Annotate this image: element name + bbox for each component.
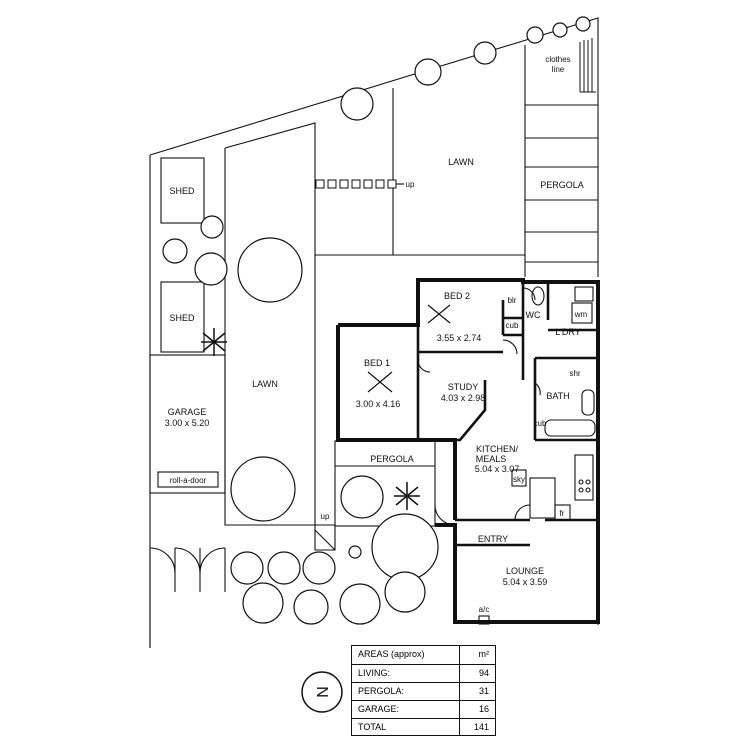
tree-icons xyxy=(162,16,591,625)
clothes-line-label: clothes xyxy=(545,55,570,64)
bed2-label: BED 2 xyxy=(444,291,470,301)
compass-label: N xyxy=(315,686,332,698)
palm-icon xyxy=(201,328,420,510)
north-compass-icon: N xyxy=(301,671,343,713)
bath-label: BATH xyxy=(546,391,569,401)
shed-2: SHED xyxy=(160,281,205,353)
table-row: TOTAL 141 xyxy=(352,718,495,736)
areas-table: AREAS (approx) m² LIVING: 94 PERGOLA: 31… xyxy=(351,645,496,736)
meals-label: MEALS xyxy=(476,454,507,464)
bed1-label: BED 1 xyxy=(364,358,390,368)
garage: GARAGE 3.00 x 5.20 roll-a-door xyxy=(149,354,226,494)
fixtures xyxy=(511,286,596,521)
left-lawn: LAWN up xyxy=(224,122,336,551)
house-walls xyxy=(336,278,600,624)
table-row: PERGOLA: 31 xyxy=(352,682,495,700)
shed-1: SHED xyxy=(160,157,205,224)
garage-dimensions: 3.00 x 5.20 xyxy=(165,418,210,428)
row-label: TOTAL xyxy=(358,722,387,732)
ldry-label: L'DRY xyxy=(555,327,581,337)
row-label: GARAGE: xyxy=(358,704,400,714)
up-bottom-label: up xyxy=(321,512,330,521)
sky-label: sky xyxy=(513,475,525,484)
kitchen-label: KITCHEN/ xyxy=(476,444,519,454)
row-value: 16 xyxy=(478,704,489,714)
lawn-left-label: LAWN xyxy=(252,379,278,389)
bed1-dimensions: 3.00 x 4.16 xyxy=(356,399,401,409)
up-top-label: up xyxy=(406,180,415,189)
study-label: STUDY xyxy=(448,382,479,392)
clothes-line-label-2: line xyxy=(552,65,565,74)
table-row: GARAGE: 16 xyxy=(352,700,495,718)
bed2-dimensions: 3.55 x 2.74 xyxy=(437,333,482,343)
areas-unit: m² xyxy=(478,649,490,659)
ceiling-fan-icon xyxy=(367,304,451,393)
pergola-right-label: PERGOLA xyxy=(540,180,584,190)
shed-2-label: SHED xyxy=(169,313,195,323)
cub-label-1: cub xyxy=(506,321,519,330)
row-value: 31 xyxy=(478,686,489,696)
garage-label: GARAGE xyxy=(168,407,207,417)
ac-label: a/c xyxy=(479,605,490,614)
table-row: LIVING: 94 xyxy=(352,664,495,682)
row-value: 141 xyxy=(473,722,489,732)
entry-label: ENTRY xyxy=(478,534,508,544)
wm-label: wm xyxy=(574,310,588,319)
fr-label: fr xyxy=(560,509,565,518)
lawn-top-label: LAWN xyxy=(448,157,474,167)
roll-a-door-label: roll-a-door xyxy=(170,476,207,485)
wc-label: WC xyxy=(526,310,541,320)
row-value: 94 xyxy=(478,668,489,678)
front-gates xyxy=(149,547,226,648)
clothes-line-area: clothes line PERGOLA xyxy=(525,38,598,263)
lounge-label: LOUNGE xyxy=(506,566,544,576)
shed-1-label: SHED xyxy=(169,186,195,196)
blr-label: blr xyxy=(508,296,517,305)
top-lawn: LAWN up xyxy=(315,88,525,256)
cub-label-2: cub xyxy=(534,419,547,428)
areas-header: AREAS (approx) xyxy=(358,649,425,659)
row-label: LIVING: xyxy=(358,668,391,678)
study-dimensions: 4.03 x 2.98 xyxy=(441,393,486,403)
shr-label: shr xyxy=(569,369,580,378)
lounge-dimensions: 5.04 x 3.59 xyxy=(503,577,548,587)
room-labels: BED 2 3.55 x 2.74 blr cub WC wm L'DRY sh… xyxy=(356,291,588,625)
row-label: PERGOLA: xyxy=(358,686,405,696)
areas-header-row: AREAS (approx) m² xyxy=(352,646,495,664)
kitchen-dimensions: 5.04 x 3.07 xyxy=(475,464,520,474)
pergola-mid-label: PERGOLA xyxy=(370,454,414,464)
